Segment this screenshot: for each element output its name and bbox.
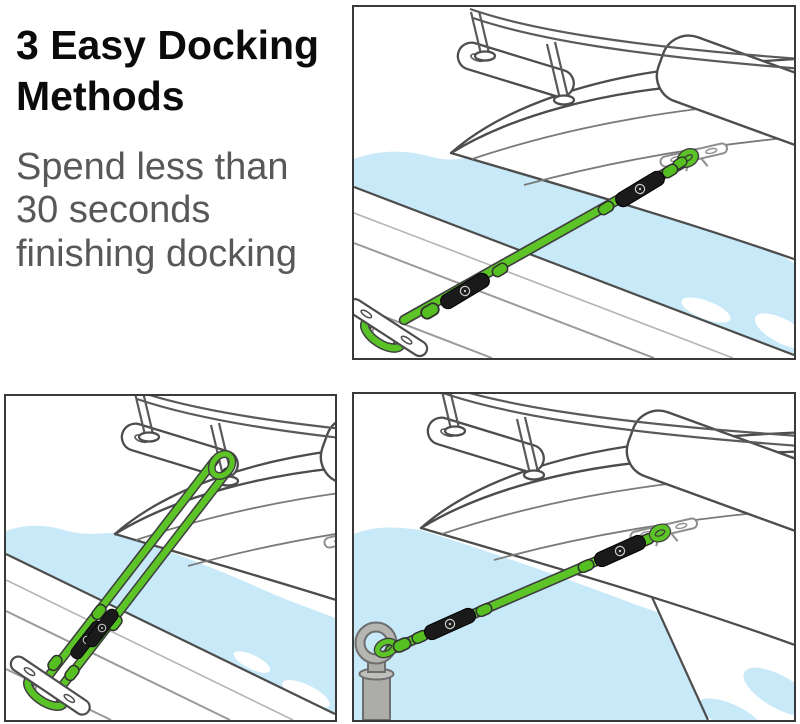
bungee-dock-line-doubled — [42, 450, 237, 695]
dock-planks — [6, 554, 335, 720]
bungee-dock-line — [398, 147, 700, 326]
intro-text: 3 Easy Docking Methods Spend less than 3… — [16, 20, 364, 277]
docking-method-3-panel — [352, 392, 796, 722]
boat-dock-line-cleat-illustration — [354, 7, 794, 358]
boat-rail-loop-illustration — [6, 396, 335, 720]
docking-method-1-panel — [352, 5, 796, 360]
dock-mooring-ring — [354, 621, 398, 720]
bungee-dock-line — [373, 523, 672, 659]
boat-mooring-ring-illustration — [354, 394, 794, 720]
water — [354, 527, 794, 720]
page-title: 3 Easy Docking Methods — [16, 22, 320, 119]
docking-method-2-panel — [4, 394, 337, 722]
page-subtitle: Spend less than 30 seconds finishing doc… — [16, 145, 297, 276]
